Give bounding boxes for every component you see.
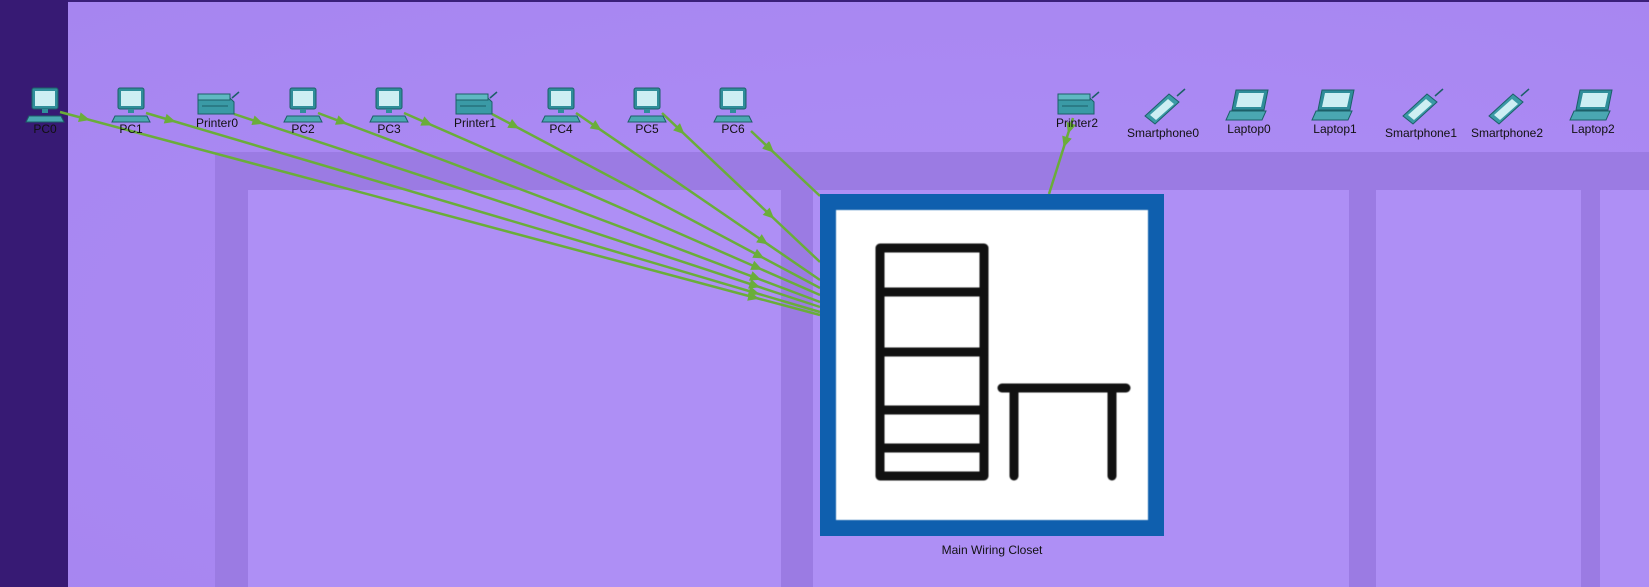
pc-icon xyxy=(688,86,778,124)
device-smartphone2[interactable]: Smartphone2 xyxy=(1462,88,1552,140)
laptop-icon xyxy=(1204,86,1294,124)
room-far-right-area xyxy=(1600,190,1649,587)
device-pc6[interactable]: PC6 xyxy=(688,86,778,136)
device-laptop2[interactable]: Laptop2 xyxy=(1548,86,1638,136)
device-pc3[interactable]: PC3 xyxy=(344,86,434,136)
pc-icon xyxy=(602,86,692,124)
pc-icon xyxy=(344,86,434,124)
main-wiring-closet[interactable] xyxy=(820,194,1164,536)
device-printer2[interactable]: Printer2 xyxy=(1032,88,1122,130)
pc-icon xyxy=(0,86,90,124)
device-laptop1[interactable]: Laptop1 xyxy=(1290,86,1380,136)
laptop-icon xyxy=(1290,86,1380,124)
printer-icon xyxy=(430,88,520,118)
device-pc2[interactable]: PC2 xyxy=(258,86,348,136)
room-left-area xyxy=(248,190,781,587)
smartphone-icon xyxy=(1376,88,1466,128)
device-pc4[interactable]: PC4 xyxy=(516,86,606,136)
pc-icon xyxy=(516,86,606,124)
device-label: Printer2 xyxy=(1055,116,1099,130)
smartphone-icon xyxy=(1118,88,1208,128)
device-pc0[interactable]: PC0 xyxy=(0,86,90,136)
device-label: PC4 xyxy=(549,122,573,136)
printer-icon xyxy=(172,88,262,118)
device-label: Smartphone2 xyxy=(1470,126,1544,140)
device-label: PC5 xyxy=(635,122,659,136)
room-right-area xyxy=(1376,190,1581,587)
device-printer0[interactable]: Printer0 xyxy=(172,88,262,130)
device-smartphone1[interactable]: Smartphone1 xyxy=(1376,88,1466,140)
pc-icon xyxy=(258,86,348,124)
printer-icon xyxy=(1032,88,1122,118)
device-label: Printer1 xyxy=(453,116,497,130)
device-label: Laptop1 xyxy=(1313,122,1357,136)
pc-icon xyxy=(86,86,176,124)
device-label: Laptop2 xyxy=(1571,122,1615,136)
device-smartphone0[interactable]: Smartphone0 xyxy=(1118,88,1208,140)
main-wiring-closet-label: Main Wiring Closet xyxy=(941,543,1043,557)
device-label: Laptop0 xyxy=(1227,122,1271,136)
device-label: Smartphone0 xyxy=(1126,126,1200,140)
device-laptop0[interactable]: Laptop0 xyxy=(1204,86,1294,136)
device-label: PC3 xyxy=(377,122,401,136)
device-label: Printer0 xyxy=(195,116,239,130)
device-pc5[interactable]: PC5 xyxy=(602,86,692,136)
laptop-icon xyxy=(1548,86,1638,124)
smartphone-icon xyxy=(1462,88,1552,128)
device-printer1[interactable]: Printer1 xyxy=(430,88,520,130)
device-label: PC1 xyxy=(119,122,143,136)
device-label: PC6 xyxy=(721,122,745,136)
device-label: PC2 xyxy=(291,122,315,136)
device-label: PC0 xyxy=(33,122,57,136)
device-label: Smartphone1 xyxy=(1384,126,1458,140)
device-pc1[interactable]: PC1 xyxy=(86,86,176,136)
rack-and-table-icon xyxy=(836,210,1148,520)
